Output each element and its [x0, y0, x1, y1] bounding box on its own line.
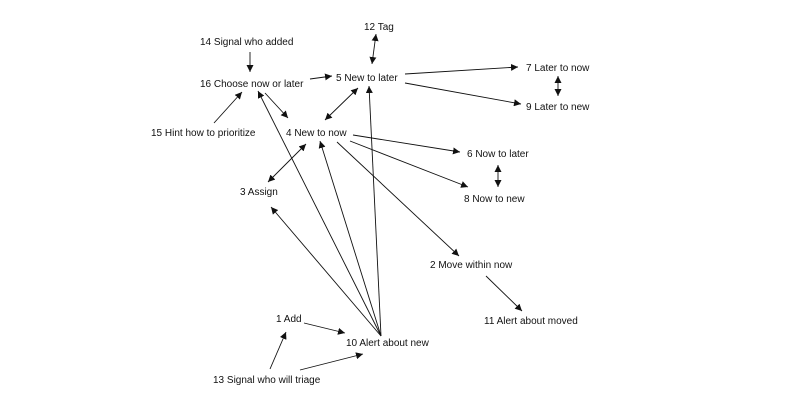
edge-4-to-5-bidirectional-arrow: [324, 87, 359, 121]
edge-4-to-8-arrow: [349, 140, 469, 188]
edges-layer: [213, 33, 562, 371]
edge-10-to-3-arrow: [270, 206, 382, 337]
nodes-layer: 12 Tag 14 Signal who added 16 Choose now…: [151, 22, 590, 386]
edge-4-to-2-arrow: [336, 141, 460, 257]
node-2-move-within-now: 2 Move within now: [430, 260, 513, 271]
node-11-alert-about-moved: 11 Alert about moved: [484, 316, 578, 327]
edge-10-to-16-arrow: [257, 90, 382, 337]
edge-16-to-4-arrow: [264, 92, 289, 119]
node-3-assign: 3 Assign: [240, 187, 278, 198]
edge-1-to-10-arrow: [303, 322, 346, 335]
edge-2-to-11-arrow: [485, 275, 523, 312]
edge-5-to-7-arrow: [404, 63, 519, 75]
edge-10-to-5-arrow: [365, 85, 382, 337]
edge-4-to-3-bidirectional-arrow: [267, 143, 307, 183]
node-5-new-to-later: 5 New to later: [336, 73, 398, 84]
edge-5-to-12-bidirectional-arrow: [369, 33, 379, 65]
node-1-add: 1 Add: [276, 314, 302, 325]
edge-13-to-10-arrow: [299, 352, 364, 371]
edge-10-to-4-arrow: [318, 140, 382, 337]
edge-16-to-5-arrow: [309, 73, 333, 81]
edge-15-to-16-arrow: [213, 91, 243, 124]
node-14-signal-who-added: 14 Signal who added: [200, 37, 293, 48]
node-9-later-to-new: 9 Later to new: [526, 102, 590, 113]
node-8-now-to-new: 8 Now to new: [464, 194, 525, 205]
edge-13-to-1-arrow: [269, 331, 287, 370]
node-4-new-to-now: 4 New to now: [286, 128, 347, 139]
node-10-alert-about-new: 10 Alert about new: [346, 338, 430, 349]
node-15-hint-how-to-prioritize: 15 Hint how to prioritize: [151, 128, 256, 139]
edge-5-to-9-arrow: [404, 82, 522, 107]
node-12-tag: 12 Tag: [364, 22, 394, 33]
node-13-signal-who-will-triage: 13 Signal who will triage: [213, 375, 321, 386]
node-6-now-to-later: 6 Now to later: [467, 149, 529, 160]
edge-4-to-6-arrow: [352, 134, 461, 155]
node-7-later-to-now: 7 Later to now: [526, 63, 590, 74]
node-16-choose-now-or-later: 16 Choose now or later: [200, 79, 304, 90]
